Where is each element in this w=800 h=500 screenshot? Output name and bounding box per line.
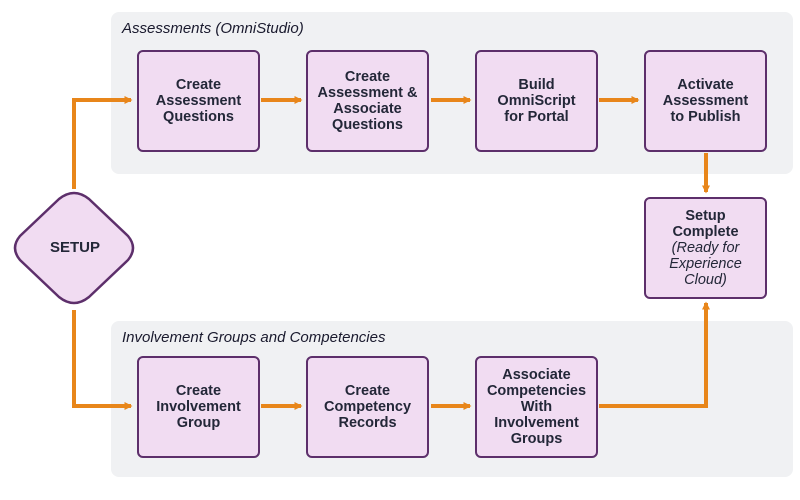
assessments-panel-title: Assessments (OmniStudio) <box>122 20 304 37</box>
setup-complete-step: Setup Complete (Ready for Experience Clo… <box>644 197 767 299</box>
setup-label: SETUP <box>49 239 100 256</box>
create-assessment-associate-questions-step: Create Assessment & Associate Questions <box>306 50 429 152</box>
involvement-panel-title: Involvement Groups and Competencies <box>122 329 386 346</box>
create-involvement-group-step: Create Involvement Group <box>137 356 260 458</box>
arrow-setup-to-create-questions <box>72 96 133 189</box>
associate-competencies-step: Associate Competencies With Involvement … <box>475 356 598 458</box>
arrow-setup-to-create-group <box>72 310 133 410</box>
create-competency-records-step: Create Competency Records <box>306 356 429 458</box>
activate-assessment-step: Activate Assessment to Publish <box>644 50 767 152</box>
create-assessment-questions-step: Create Assessment Questions <box>137 50 260 152</box>
build-omniscript-step: Build OmniScript for Portal <box>475 50 598 152</box>
setup-diamond <box>13 191 135 305</box>
arrow-associate-to-complete <box>599 301 710 408</box>
